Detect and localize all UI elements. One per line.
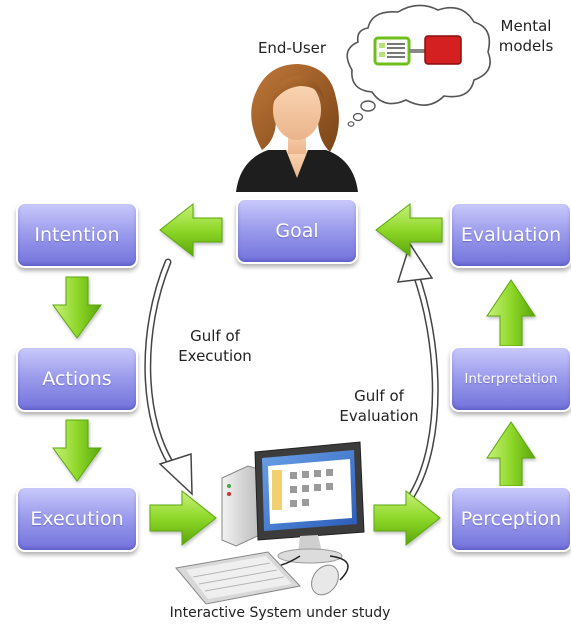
end-user-label: End-User [257,39,327,57]
gulf-of-execution-line2: Execution [178,347,252,366]
arrow-evaluation-to-goal [375,202,443,258]
arrow-actions-to-execution [52,419,102,482]
perception-box: Perception [450,486,571,552]
gulf-of-evaluation-line1: Gulf of [354,387,404,405]
execution-box: Execution [16,486,138,552]
gulf-of-evaluation-arrow [396,242,439,499]
gulf-of-evaluation-label: Gulf of Evaluation [324,386,434,427]
arrow-interpretation-to-evaluation [486,279,536,347]
mental-models-line1: Mental [500,17,552,35]
arrow-perception-to-interpretation [486,421,536,487]
arrow-goal-to-intention [159,202,223,258]
mental-model-icon [373,35,462,66]
system-label: Interactive System under study [169,605,391,621]
end-user-avatar [236,64,358,192]
goal-box: Goal [236,198,358,264]
gulf-of-execution-line1: Gulf of [190,327,240,345]
mental-models-line2: models [498,37,554,56]
arrow-execution-to-system [149,489,217,547]
computer-icon [175,441,365,605]
thought-cloud [346,4,491,127]
gulf-of-execution-label: Gulf of Execution [160,326,270,367]
intention-box: Intention [16,202,138,268]
evaluation-box: Evaluation [450,202,571,268]
interpretation-box: Interpretation [450,346,571,412]
gulf-of-execution-arrow [144,258,193,496]
arrow-system-to-perception [373,489,441,547]
arrow-intention-to-actions [52,276,102,339]
mental-models-label: Mental models [488,16,564,57]
actions-box: Actions [16,346,138,412]
gulf-of-evaluation-line2: Evaluation [339,407,419,426]
